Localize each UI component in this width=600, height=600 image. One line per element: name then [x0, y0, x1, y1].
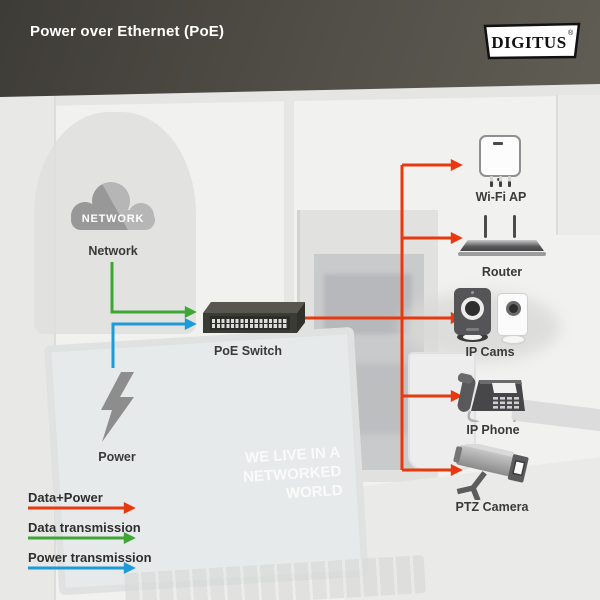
digitus-logo: DIGITUS ®: [483, 22, 581, 60]
logo-registered-mark: ®: [568, 29, 574, 37]
network-cloud-icon: NETWORK: [71, 182, 155, 230]
legend-data-power-label: Data+Power: [28, 490, 103, 505]
router-icon: [458, 215, 546, 257]
power-bolt-icon: [101, 372, 134, 442]
laptop-screen-slogan: WE LIVE IN A NETWORKED WORLD: [242, 443, 344, 503]
network-label: Network: [88, 244, 138, 258]
legend-data-transmission-label: Data transmission: [28, 520, 141, 535]
wifi-ap-device: Wi-Fi AP: [453, 135, 549, 204]
ptz-camera-icon: [453, 444, 529, 500]
ip-cams-device: IP Cams: [446, 288, 534, 359]
legend-power-transmission-label: Power transmission: [28, 550, 152, 565]
router-label: Router: [481, 265, 523, 279]
power-label: Power: [98, 450, 136, 464]
wifi-ap-icon: [479, 135, 523, 187]
network-node: NETWORK Network: [63, 180, 163, 258]
logo-text: DIGITUS: [491, 33, 566, 52]
background-cabinet: [556, 95, 600, 235]
switch-top-face: [203, 302, 305, 313]
ip-phone-label: IP Phone: [466, 423, 520, 437]
router-device: Router: [457, 215, 547, 279]
ip-phone-device: IP Phone: [455, 366, 531, 437]
switch-front-face: [203, 313, 297, 333]
wifi-ap-label: Wi-Fi AP: [475, 190, 527, 204]
power-node: Power: [92, 372, 142, 464]
poe-switch-icon: [203, 302, 313, 337]
ptz-camera-label: PTZ Camera: [455, 500, 529, 514]
ptz-camera-device: PTZ Camera: [448, 444, 536, 514]
page-title: Power over Ethernet (PoE): [30, 23, 225, 40]
ip-cams-label: IP Cams: [465, 345, 515, 359]
cloud-text: NETWORK: [82, 213, 144, 225]
ip-cams-icon: [448, 288, 532, 345]
ip-phone-icon: [457, 373, 525, 422]
switch-ports: [210, 316, 290, 330]
background-wall-divider: [284, 95, 294, 345]
header-band: Power over Ethernet (PoE) DIGITUS ®: [0, 0, 600, 97]
poe-switch-label: PoE Switch: [213, 344, 283, 358]
